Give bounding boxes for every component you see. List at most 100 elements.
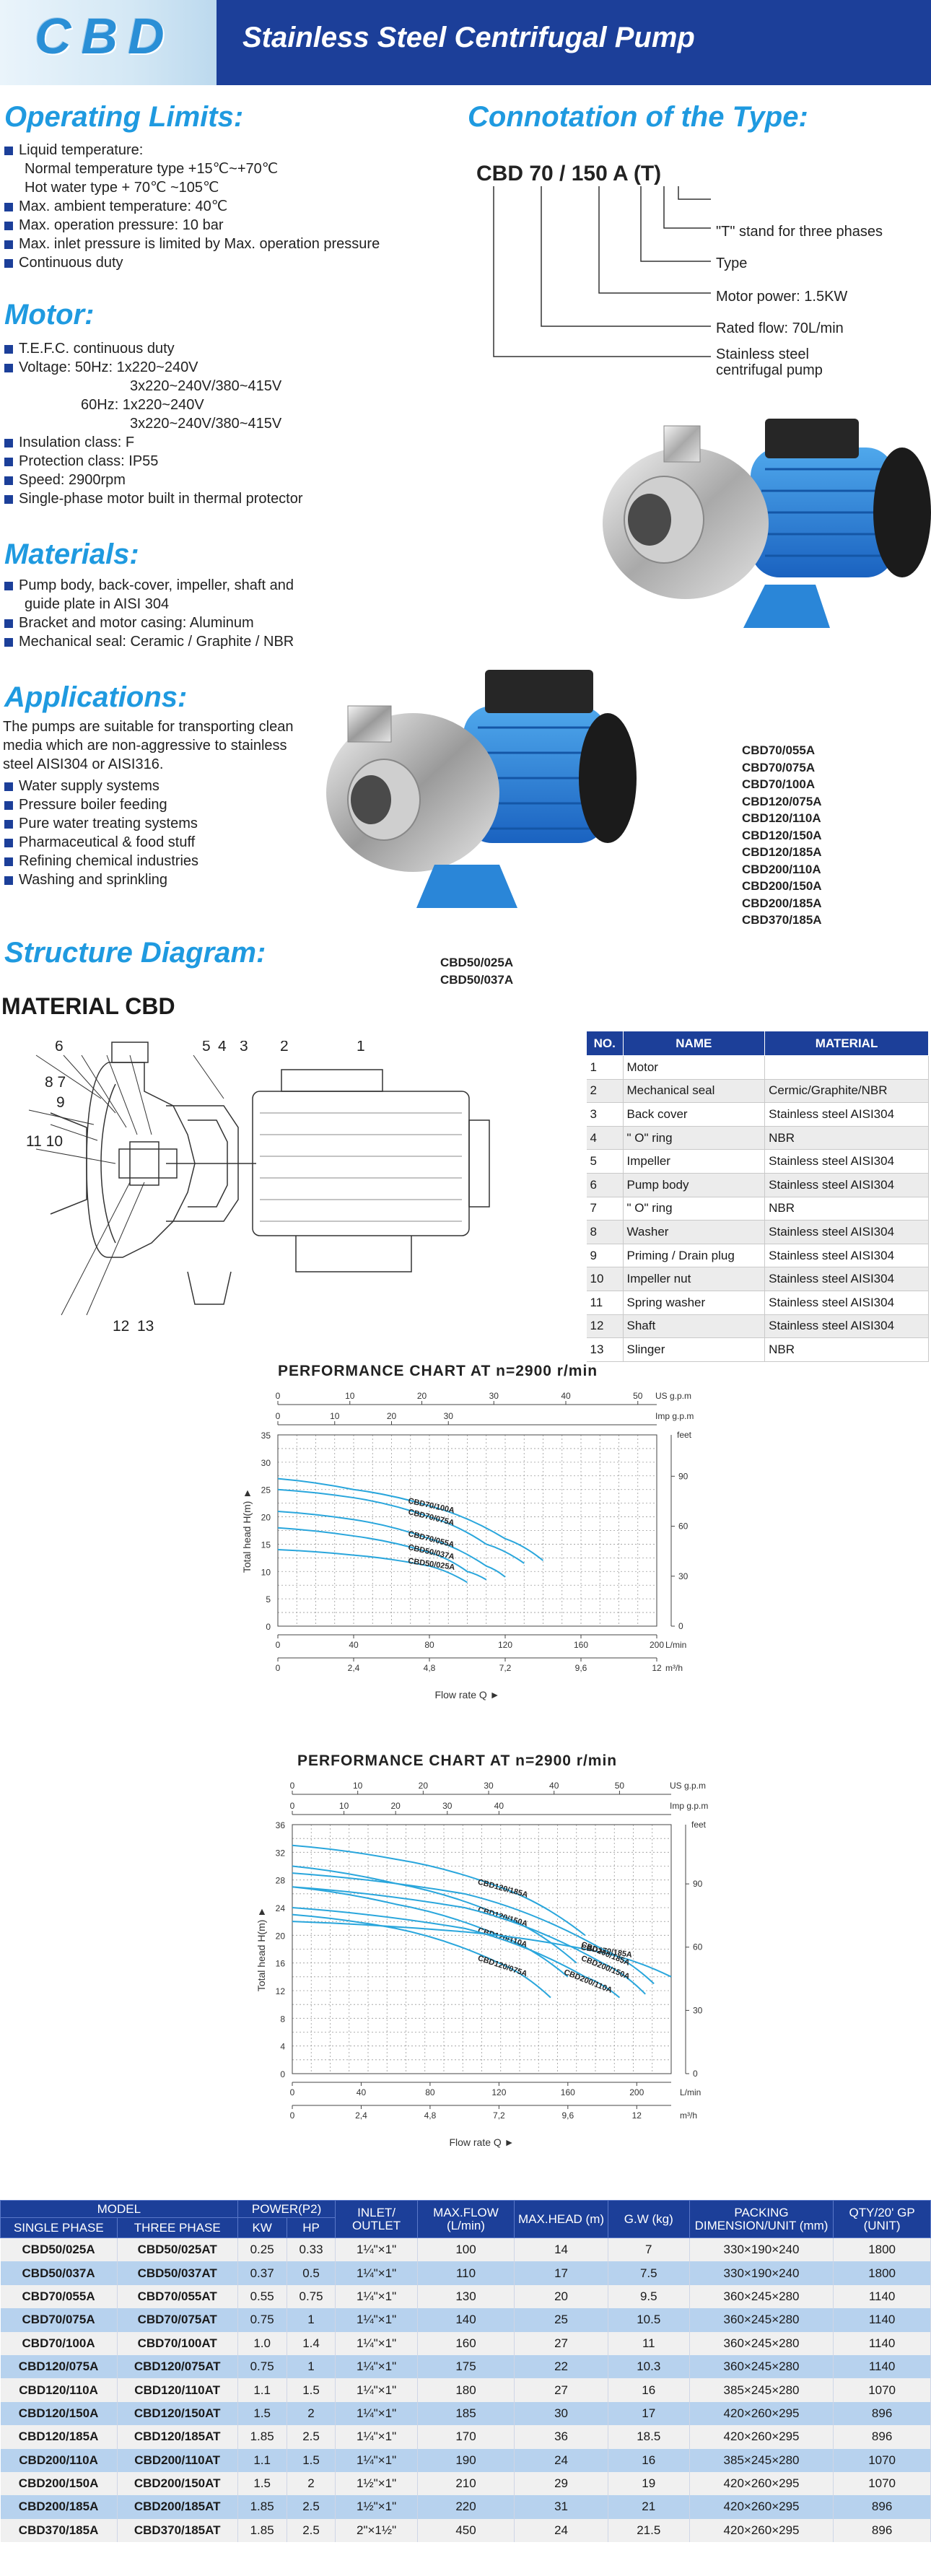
usgpm-tick-label: 0 [290, 1781, 295, 1791]
table-cell: 1¼"×1" [335, 2378, 418, 2402]
table-cell: 36 [514, 2425, 608, 2449]
m3h-tick-label: 4,8 [424, 2110, 437, 2121]
table-cell: 30 [514, 2401, 608, 2426]
m3h-tick-label: 12 [632, 2110, 642, 2121]
y-tick-label: 5 [266, 1594, 271, 1604]
table-cell: 31 [514, 2495, 608, 2519]
y-tick-label: 30 [261, 1458, 271, 1468]
list-item: guide plate in AISI 304 [25, 596, 170, 612]
table-cell: 1070 [833, 2448, 931, 2472]
table-cell: 420×260×295 [689, 2495, 834, 2519]
table-cell: 420×260×295 [689, 2471, 834, 2496]
table-header: POWER(P2) [237, 2200, 336, 2218]
note-three-phase: "T" stand for three phases [716, 224, 883, 240]
table-cell: 360×245×280 [689, 2284, 834, 2309]
table-cell: 896 [833, 2518, 931, 2543]
impgpm-tick-label: 10 [339, 1801, 349, 1811]
feet-tick-label: 30 [693, 2005, 703, 2015]
table-cell: Spring washer [623, 1291, 766, 1315]
list-item: Bracket and motor casing: Aluminum [3, 614, 294, 632]
table-cell: Back cover [623, 1102, 766, 1127]
curve-cbd200-185a [292, 1872, 655, 1985]
y-tick-label: 24 [276, 1903, 286, 1913]
list-item: Insulation class: F [3, 433, 303, 452]
table-header: NO. [586, 1031, 624, 1056]
table-cell: 0.5 [287, 2261, 336, 2285]
usgpm-tick-label: 10 [353, 1781, 363, 1791]
table-cell: 10 [586, 1267, 624, 1291]
applications-intro: The pumps are suitable for transporting … [3, 719, 294, 772]
table-cell: 1.85 [237, 2495, 287, 2519]
table-cell: 24 [514, 2518, 608, 2543]
materials-heading: Materials: [4, 538, 139, 570]
type-code: CBD 70 / 150 A (T) [476, 162, 662, 185]
table-cell: 0.75 [287, 2284, 336, 2309]
table-cell: CBD120/150AT [117, 2401, 238, 2426]
table-cell: Slinger [623, 1337, 766, 1362]
list-item: Refining chemical industries [3, 852, 198, 870]
m3h-tick-label: 12 [652, 1663, 662, 1673]
table-cell: 170 [417, 2425, 515, 2449]
table-cell: 25 [514, 2308, 608, 2332]
table-cell: 896 [833, 2425, 931, 2449]
list-item: Max. ambient temperature: 40℃ [3, 197, 380, 216]
callout-label: 9 [56, 1094, 65, 1111]
model-label: CBD200/150A [742, 879, 822, 893]
table-cell: CBD200/110AT [117, 2448, 238, 2472]
impgpm-tick-label: 20 [391, 1801, 401, 1811]
table-header: INLET/ OUTLET [335, 2200, 418, 2238]
callout-label: 3 [240, 1041, 248, 1055]
list-item: Pure water treating systems [3, 814, 198, 833]
table-cell: 210 [417, 2471, 515, 2496]
table-cell: 1½"×1" [335, 2495, 418, 2519]
table-cell: 0.55 [237, 2284, 287, 2309]
table-cell: 360×245×280 [689, 2308, 834, 2332]
model-label: CBD120/075A [742, 794, 822, 808]
table-cell: 185 [417, 2401, 515, 2426]
table-cell: Shaft [623, 1314, 766, 1339]
y-tick-label: 32 [276, 1848, 286, 1858]
table-cell: 1.5 [237, 2471, 287, 2496]
table-cell: 24 [514, 2448, 608, 2472]
model-label: CBD50/037A [440, 972, 514, 987]
table-header: MATERIAL [764, 1031, 929, 1056]
list-item: Pharmaceutical & food stuff [3, 833, 198, 852]
table-cell: 360×245×280 [689, 2331, 834, 2355]
list-item: Max. operation pressure: 10 bar [3, 216, 380, 235]
impgpm-tick-label: 30 [442, 1801, 453, 1811]
table-cell: 0.37 [237, 2261, 287, 2285]
table-cell: 1¼"×1" [335, 2425, 418, 2449]
motor-list: T.E.F.C. continuous duty Voltage: 50Hz: … [3, 339, 303, 508]
type-code-leaders [493, 186, 711, 357]
table-cell: 896 [833, 2401, 931, 2426]
table-cell: 4 [586, 1126, 624, 1151]
series-label: CBD120/185A [477, 1878, 529, 1900]
table-cell: Stainless steel AISI304 [764, 1102, 929, 1127]
table-cell: 1140 [833, 2354, 931, 2379]
table-cell: " O" ring [623, 1126, 766, 1151]
model-label: CBD70/055A [742, 743, 816, 757]
table-cell: 10.5 [608, 2308, 690, 2332]
table-cell: CBD120/185A [0, 2425, 118, 2449]
table-cell: CBD70/100AT [117, 2331, 238, 2355]
table-cell: Stainless steel AISI304 [764, 1314, 929, 1339]
table-cell: Cermic/Graphite/NBR [764, 1079, 929, 1104]
y-axis-title: Total head H(m) ► [241, 1488, 253, 1573]
structure-heading: Structure Diagram: [4, 937, 266, 969]
list-item: Mechanical seal: Ceramic / Graphite / NB… [3, 632, 294, 651]
x-tick-label: 80 [425, 2087, 435, 2097]
x-axis-title: Flow rate Q ► [449, 2136, 514, 2148]
applications-heading: Applications: [4, 681, 188, 713]
table-cell: 2.5 [287, 2495, 336, 2519]
table-cell: CBD200/150AT [117, 2471, 238, 2496]
table-cell: 385×245×280 [689, 2378, 834, 2402]
table-cell: 220 [417, 2495, 515, 2519]
table-cell: 1½"×1" [335, 2471, 418, 2496]
y-tick-label: 8 [280, 2014, 285, 2024]
